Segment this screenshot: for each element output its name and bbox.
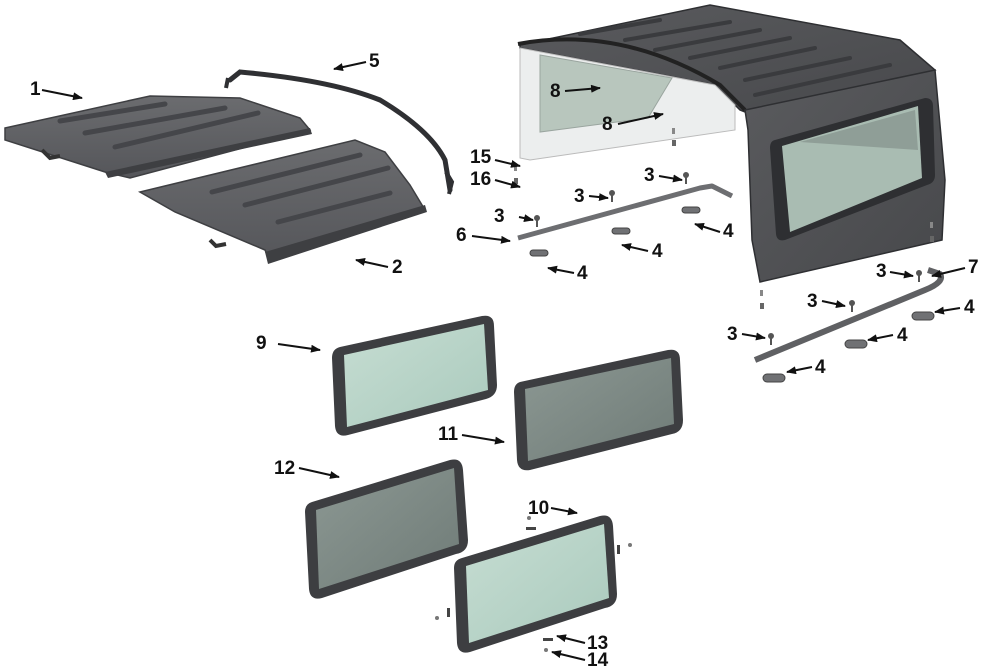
callout-8b: 8 [602, 114, 613, 135]
callout-4e: 4 [897, 325, 908, 346]
callout-12: 12 [274, 458, 296, 479]
callout-6: 6 [456, 225, 467, 246]
callout-15: 15 [470, 147, 492, 168]
hardtop-shell [517, 4, 946, 283]
glass-10-clear [435, 515, 632, 653]
callout-3f: 3 [727, 324, 738, 345]
left-side-seal [517, 183, 734, 241]
callout-3a: 3 [494, 206, 505, 227]
center-seal-bar [224, 69, 455, 195]
callout-11: 11 [438, 424, 459, 445]
callout-10: 10 [528, 498, 550, 519]
front-left-roof-panel [4, 95, 312, 179]
callout-3d: 3 [876, 261, 887, 282]
callout-3e: 3 [807, 291, 818, 312]
callout-5: 5 [369, 51, 380, 72]
callout-7: 7 [968, 257, 979, 278]
callout-3b: 3 [574, 186, 585, 207]
callout-1: 1 [30, 79, 41, 100]
glass-11-tinted [514, 349, 683, 471]
glass-12-tinted [305, 459, 468, 599]
callout-4f: 4 [964, 297, 975, 318]
glass-9-clear [332, 315, 497, 436]
callout-4b: 4 [652, 241, 663, 262]
leader-arrows [41, 61, 966, 661]
callout-4c: 4 [723, 221, 734, 242]
callout-4a: 4 [577, 263, 588, 284]
callout-8a: 8 [550, 81, 561, 102]
callout-4d: 4 [815, 357, 826, 378]
callout-2: 2 [392, 257, 403, 278]
callout-13: 13 [587, 633, 609, 654]
callout-16: 16 [470, 169, 492, 190]
callout-3c: 3 [644, 165, 655, 186]
callout-9: 9 [256, 333, 267, 354]
callout-14: 14 [587, 650, 609, 671]
clips [529, 206, 935, 383]
front-right-roof-panel [137, 139, 427, 264]
